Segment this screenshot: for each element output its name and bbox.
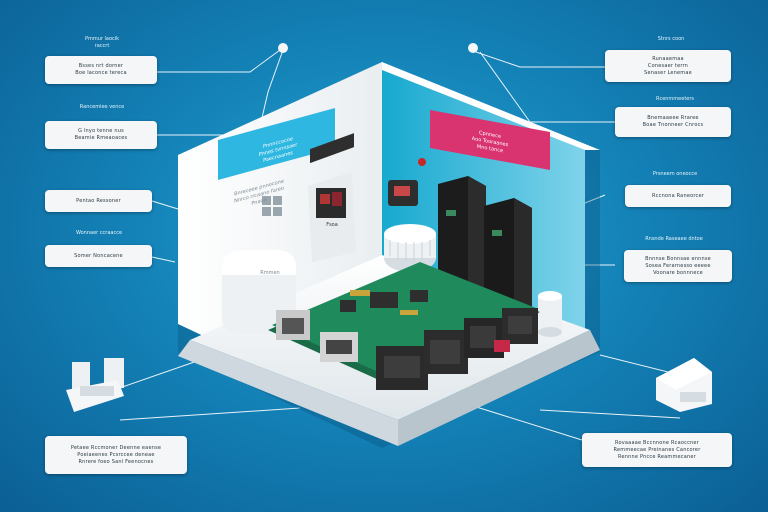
left-callout-4-line-1: Somer Noncacene [74, 252, 123, 259]
left-callout-1: Bsses nrt dorner Boe laconce tereca [45, 56, 157, 84]
port-connectors [276, 308, 538, 390]
room-floor-edge-right [398, 330, 600, 446]
left-callout-4: Somer Noncacene [45, 245, 152, 267]
left-callout-1-line-1: Bsses nrt dorner [78, 63, 124, 69]
right-callout-4: Bnnnse Bonnsae ennnse Sosea Ferarnesso e… [624, 250, 732, 282]
right-callout-2: Bnemaaeee Rraree Boae Tnonneer Cnrocs [615, 107, 731, 137]
indicator-light [418, 158, 426, 166]
left-callout-2-line-2: Beamie Rmeaoaces [74, 135, 128, 141]
left-callout-2: G lnyo tenne nus Beamie Rmeaoaces [45, 121, 157, 149]
external-sensor-device-right [656, 358, 712, 412]
module-label: Rmmen [260, 270, 280, 276]
right-callout-1-line-1: Runaaemaa [652, 55, 684, 62]
bottom-right-callout-line-1: Rovaaaae Bccnnone Rcaoccner [615, 439, 699, 446]
bottom-left-callout-line-1: Petaee Rccmoner Deenne eaense [70, 444, 162, 451]
right-1-caption: Stnrs coon [657, 36, 685, 42]
wall-device-label: Fsoa [326, 222, 338, 228]
bottom-right-callout: Rovaaaae Bccnnone Rcaoccner Remmeecae Pr… [582, 433, 732, 467]
right-4-caption: Rnsnde Raseaee dntoe [645, 236, 703, 242]
right-callout-1: Runaaemaa Conesaer terrn Senaser Lenemae [605, 50, 731, 82]
right-3-caption: Prsneem oneocce [652, 171, 698, 177]
right-callout-4-line-2: Sosea Ferarnesso eeeee [645, 262, 711, 269]
left-4-caption: Wonnaer ccraacce [75, 230, 123, 236]
bottom-left-callout-line-3: Rnrere foeo Sanl Feenocnes [78, 458, 154, 465]
window-icon [262, 196, 282, 216]
small-cylinder-device [538, 291, 562, 337]
right-callout-3-line-1: Rccnona Raneorcer [652, 192, 704, 199]
top-pins [278, 43, 478, 53]
right-callout-1-line-3: Senaser Lenemae [644, 69, 692, 76]
left-callout-2-line-1: G lnyo tenne nus [78, 128, 124, 134]
right-callout-3: Rccnona Raneorcer [625, 185, 731, 207]
right-wall-banner [430, 110, 550, 170]
right-callout-2-line-1: Bnemaaeee Rraree [647, 115, 699, 121]
right-2-caption: Rcenmmeeters [655, 96, 695, 102]
bottom-right-callout-line-3: Rennne Pncce Reammecaner [618, 453, 696, 460]
external-sensor-device-left [66, 358, 124, 412]
room-floor-edge [178, 340, 398, 446]
left-wall-banner [218, 108, 335, 180]
right-callout-4-line-1: Bnnnse Bonnsae ennnse [645, 255, 711, 262]
left-callout-3-line-1: Pentao Ressoner [76, 197, 121, 204]
left-callout-1-line-2: Boe laconce tereca [75, 70, 127, 76]
left-1-caption-2: raccrt [94, 43, 110, 49]
round-sensor-device [384, 224, 436, 272]
bottom-left-callout-line-2: Poeiaeenes Pcsrccee deneae [77, 451, 155, 458]
room-wall-rim [382, 62, 600, 150]
right-callout-2-line-2: Boae Tnonneer Cnrocs [642, 122, 704, 128]
wall-switch [388, 180, 418, 206]
wall-display-device [308, 172, 356, 262]
left-1-caption: Pmmur laocik [84, 36, 120, 42]
bottom-right-callout-line-2: Remmeecae Preinanes Cancorer [613, 446, 701, 453]
left-callout-3: Pentao Ressoner [45, 190, 152, 212]
bottom-left-callout: Petaee Rccmoner Deenne eaense Poeiaeenes… [45, 436, 187, 474]
right-callout-4-line-3: Voonare bonnnece [653, 269, 703, 276]
right-callout-1-line-2: Conesaer terrn [647, 62, 689, 69]
left-2-caption: Rancemiee vence [79, 104, 125, 110]
